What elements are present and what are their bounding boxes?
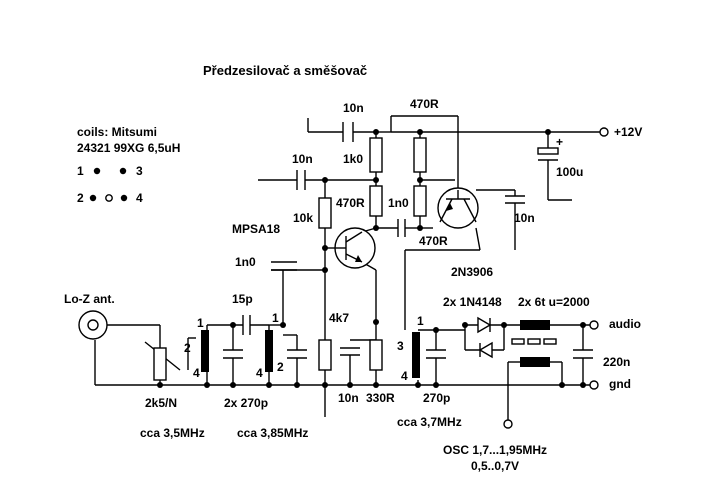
c-100u-label: 100u — [556, 165, 583, 179]
coil-pin3-label: 3 — [136, 164, 143, 178]
resistor-470r-low — [413, 185, 427, 217]
capacitor-270p-a — [223, 349, 243, 359]
choke-dashes — [511, 338, 557, 345]
c-2x270p-label: 2x 270p — [224, 396, 268, 410]
chokes-label: 2x 6t u=2000 — [518, 295, 590, 309]
choke-osc — [520, 357, 550, 367]
r-330r-label: 330R — [366, 391, 395, 405]
osc-terminal — [503, 419, 513, 429]
coil-l2 — [265, 325, 273, 372]
r-1k0-label: 1k0 — [343, 152, 363, 166]
transistor-2n3906 — [437, 187, 479, 229]
capacitor-270p — [426, 349, 446, 359]
l2-pin4-label: 4 — [256, 366, 263, 380]
gnd-terminal — [589, 380, 599, 390]
antenna-connector — [78, 310, 108, 340]
capacitor-10n-top — [342, 122, 354, 142]
c-15p-label: 15p — [232, 292, 253, 306]
coil-pin4-dot — [120, 194, 128, 202]
freq3-label: cca 3,7MHz — [397, 415, 462, 429]
capacitor-1n0-left — [271, 261, 297, 271]
capacitor-270p-b — [287, 349, 307, 359]
l1-pin4-label: 4 — [193, 366, 200, 380]
l2-pin1-label: 1 — [272, 311, 279, 325]
coil-center-dot — [105, 194, 113, 202]
c-10n-bottom-label: 10n — [338, 391, 359, 405]
r-470r-top-label: 470R — [410, 97, 439, 111]
diagram-title: Předzesilovač a směšovač — [203, 63, 367, 78]
l2-pin2-label: 2 — [277, 360, 284, 374]
r-470r-mid-label: 470R — [336, 196, 365, 210]
resistor-470r-mid — [369, 185, 383, 217]
diodes-label: 2x 1N4148 — [443, 295, 502, 309]
l3-pin4-label: 4 — [401, 369, 408, 383]
transistor-mpsa18 — [334, 227, 376, 269]
c-220n-label: 220n — [603, 355, 630, 369]
resistor-470r-top — [413, 137, 427, 173]
capacitor-10n-bottom — [340, 347, 360, 356]
transistor2-label: 2N3906 — [451, 265, 493, 279]
coil-pin1-label: 1 — [77, 164, 84, 178]
l1-pin1-label: 1 — [197, 316, 204, 330]
c-10n-left-label: 10n — [292, 152, 313, 166]
r-4k7-label: 4k7 — [329, 311, 349, 325]
freq1-label: cca 3,5MHz — [140, 426, 205, 440]
antenna-label: Lo-Z ant. — [64, 292, 115, 306]
junction-dots — [157, 129, 586, 388]
capacitor-10n-left — [296, 170, 306, 190]
capacitor-220n — [573, 349, 593, 359]
coils-note-line2: 24321 99XG 6,5uH — [77, 141, 180, 155]
c-10n-top-label: 10n — [343, 101, 364, 115]
capacitor-10n-right — [505, 195, 525, 204]
resistor-330r — [369, 339, 383, 371]
coil-pin4-label: 4 — [136, 191, 143, 205]
capacitor-15p — [242, 315, 251, 335]
supply-terminal — [599, 127, 609, 137]
potentiometer-2k5 — [153, 347, 167, 381]
gnd-label: gnd — [609, 377, 631, 391]
pot-2k5-label: 2k5/N — [145, 396, 177, 410]
supply-label: +12V — [614, 125, 642, 139]
resistor-4k7 — [318, 339, 332, 371]
coil-l3 — [412, 332, 420, 378]
coil-pin1-dot — [93, 167, 101, 175]
l3-pin3-label: 3 — [397, 339, 404, 353]
c-1n0-mid-label: 1n0 — [388, 196, 409, 210]
r-10k-label: 10k — [293, 211, 313, 225]
audio-terminal — [589, 320, 599, 330]
osc-level-label: 0,5..0,7V — [471, 459, 519, 473]
choke-audio — [520, 320, 550, 330]
c-270p-label: 270p — [423, 391, 450, 405]
osc-label: OSC 1,7...1,95MHz — [443, 443, 547, 457]
c-10n-right-label: 10n — [514, 211, 535, 225]
coil-pin2-dot — [89, 194, 97, 202]
coil-l1 — [201, 325, 209, 372]
freq2-label: cca 3,85MHz — [237, 426, 308, 440]
r-470r-low-label: 470R — [419, 234, 448, 248]
coil-pin3-dot — [119, 167, 127, 175]
capacitor-1n0-mid — [397, 219, 406, 237]
transistor1-label: MPSA18 — [232, 222, 280, 236]
resistor-1k0 — [369, 137, 383, 173]
capacitor-100u — [537, 147, 559, 161]
c-1n0-left-label: 1n0 — [235, 255, 256, 269]
diode-1 — [477, 316, 492, 334]
coil-pin2-label: 2 — [77, 191, 84, 205]
l3-pin1-label: 1 — [417, 314, 424, 328]
polarity-label: + — [556, 135, 563, 149]
resistor-10k — [318, 197, 332, 229]
coils-note-line1: coils: Mitsumi — [77, 125, 157, 139]
audio-label: audio — [609, 317, 641, 331]
diode-2 — [478, 341, 493, 359]
